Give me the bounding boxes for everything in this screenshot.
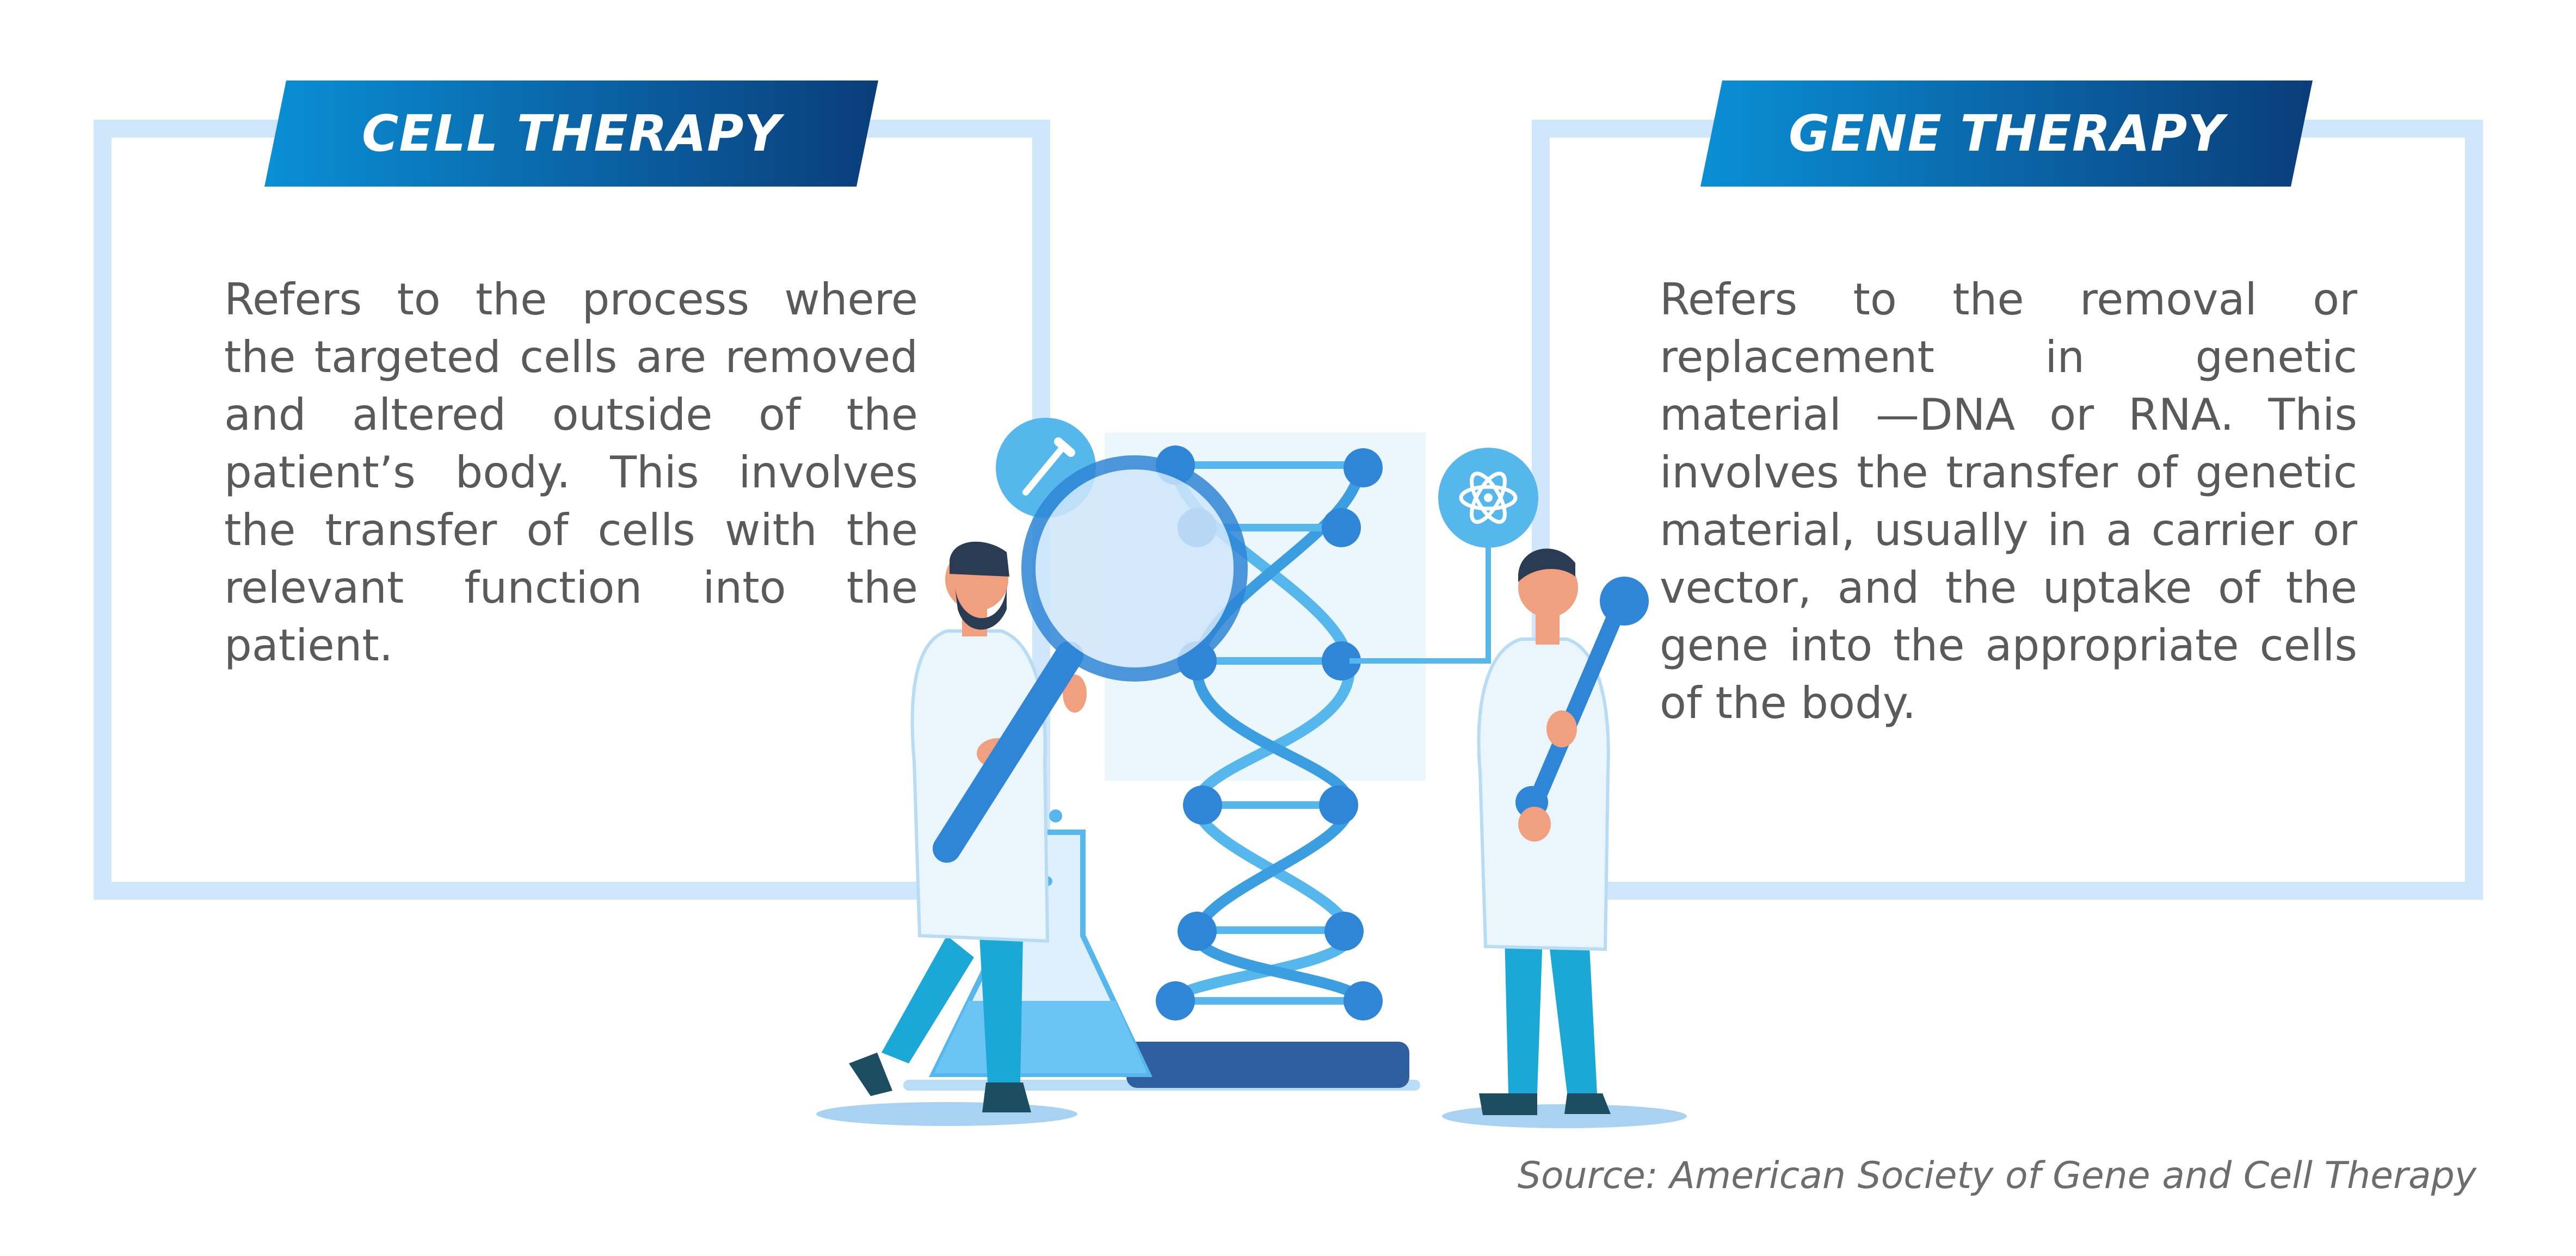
- banner-shape: [264, 81, 878, 187]
- atom-icon: [1438, 448, 1538, 548]
- gene-therapy-title: GENE THERAPY: [1789, 104, 2224, 163]
- connector-line: [1349, 530, 1491, 664]
- dna-stand-base: [1126, 1042, 1409, 1088]
- source-note: Source: American Society of Gene and Cel…: [1517, 1154, 2476, 1197]
- magnifying-glass: [933, 455, 1248, 863]
- cell-therapy-banner: CELL THERAPY: [264, 81, 878, 187]
- lab-illustration: [816, 418, 1687, 1128]
- scientist-with-probe: [1477, 548, 1649, 1115]
- gene-therapy-banner: GENE THERAPY: [1700, 81, 2313, 187]
- gene-therapy-description: Refers to the removal or replacement in …: [1660, 274, 2357, 728]
- banner-shape: [1700, 81, 2313, 187]
- cell-therapy-title: CELL THERAPY: [361, 104, 781, 163]
- floor-shadow-right: [1442, 1104, 1687, 1128]
- gene-therapy-panel: [1532, 120, 2483, 900]
- floor-shadow-left: [816, 1102, 1077, 1126]
- cell-therapy-description: Refers to the process where the targeted…: [224, 274, 918, 671]
- cell-therapy-panel: [94, 120, 1050, 900]
